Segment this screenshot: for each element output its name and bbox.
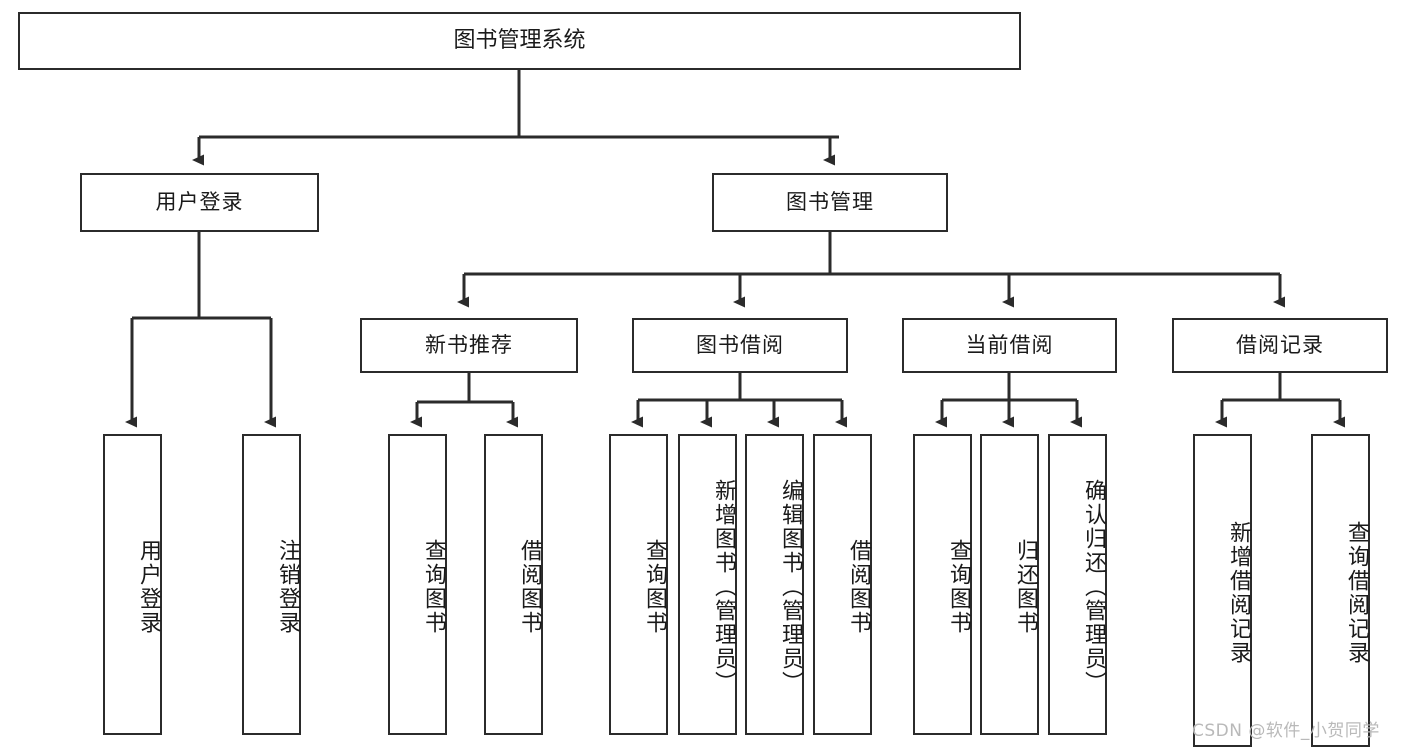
- node-root[interactable]: 图书管理系统: [18, 12, 1021, 70]
- node-new-book-recommend[interactable]: 新书推荐: [360, 318, 578, 373]
- node-current-borrow-label: 当前借阅: [965, 333, 1054, 358]
- node-leaf-user-logout[interactable]: 注销登录: [242, 434, 301, 735]
- node-leaf-return-book[interactable]: 归还图书: [980, 434, 1039, 735]
- node-user-login-label: 用户登录: [155, 190, 244, 215]
- node-leaf-borrow-book-2-label: 借阅图书: [846, 538, 871, 635]
- node-leaf-borrow-book-1[interactable]: 借阅图书: [484, 434, 543, 735]
- node-borrow-record[interactable]: 借阅记录: [1172, 318, 1388, 373]
- node-leaf-return-book-label: 归还图书: [1013, 538, 1038, 635]
- node-leaf-query-book-2-label: 查询图书: [642, 538, 667, 635]
- node-leaf-query-record[interactable]: 查询借阅记录: [1311, 434, 1370, 747]
- node-leaf-query-book-1[interactable]: 查询图书: [388, 434, 447, 735]
- node-leaf-query-book-3-label: 查询图书: [946, 538, 971, 635]
- node-book-manage[interactable]: 图书管理: [712, 173, 948, 232]
- node-book-borrow[interactable]: 图书借阅: [632, 318, 848, 373]
- node-leaf-query-book-2[interactable]: 查询图书: [609, 434, 668, 735]
- node-leaf-edit-book[interactable]: 编辑图书（管理员）: [745, 434, 804, 735]
- node-leaf-user-logout-label: 注销登录: [275, 538, 300, 635]
- node-book-manage-label: 图书管理: [786, 190, 874, 215]
- node-current-borrow[interactable]: 当前借阅: [902, 318, 1117, 373]
- node-leaf-query-book-1-label: 查询图书: [421, 538, 446, 635]
- node-leaf-user-login[interactable]: 用户登录: [103, 434, 162, 735]
- node-leaf-confirm-return[interactable]: 确认归还（管理员）: [1048, 434, 1107, 735]
- node-leaf-add-record[interactable]: 新增借阅记录: [1193, 434, 1252, 747]
- node-leaf-borrow-book-1-label: 借阅图书: [517, 538, 542, 635]
- node-leaf-borrow-book-2[interactable]: 借阅图书: [813, 434, 872, 735]
- node-leaf-confirm-return-label: 确认归还（管理员）: [1081, 478, 1106, 695]
- node-leaf-add-record-label: 新增借阅记录: [1226, 520, 1251, 665]
- node-root-label: 图书管理系统: [453, 28, 586, 54]
- node-leaf-add-book[interactable]: 新增图书（管理员）: [678, 434, 737, 735]
- node-leaf-query-record-label: 查询借阅记录: [1344, 520, 1369, 665]
- node-book-borrow-label: 图书借阅: [696, 333, 784, 358]
- node-user-login[interactable]: 用户登录: [80, 173, 319, 232]
- node-leaf-add-book-label: 新增图书（管理员）: [711, 478, 736, 695]
- node-borrow-record-label: 借阅记录: [1236, 333, 1324, 358]
- node-new-book-recommend-label: 新书推荐: [425, 333, 513, 358]
- node-leaf-edit-book-label: 编辑图书（管理员）: [778, 478, 803, 695]
- node-leaf-user-login-label: 用户登录: [136, 538, 161, 635]
- node-leaf-query-book-3[interactable]: 查询图书: [913, 434, 972, 735]
